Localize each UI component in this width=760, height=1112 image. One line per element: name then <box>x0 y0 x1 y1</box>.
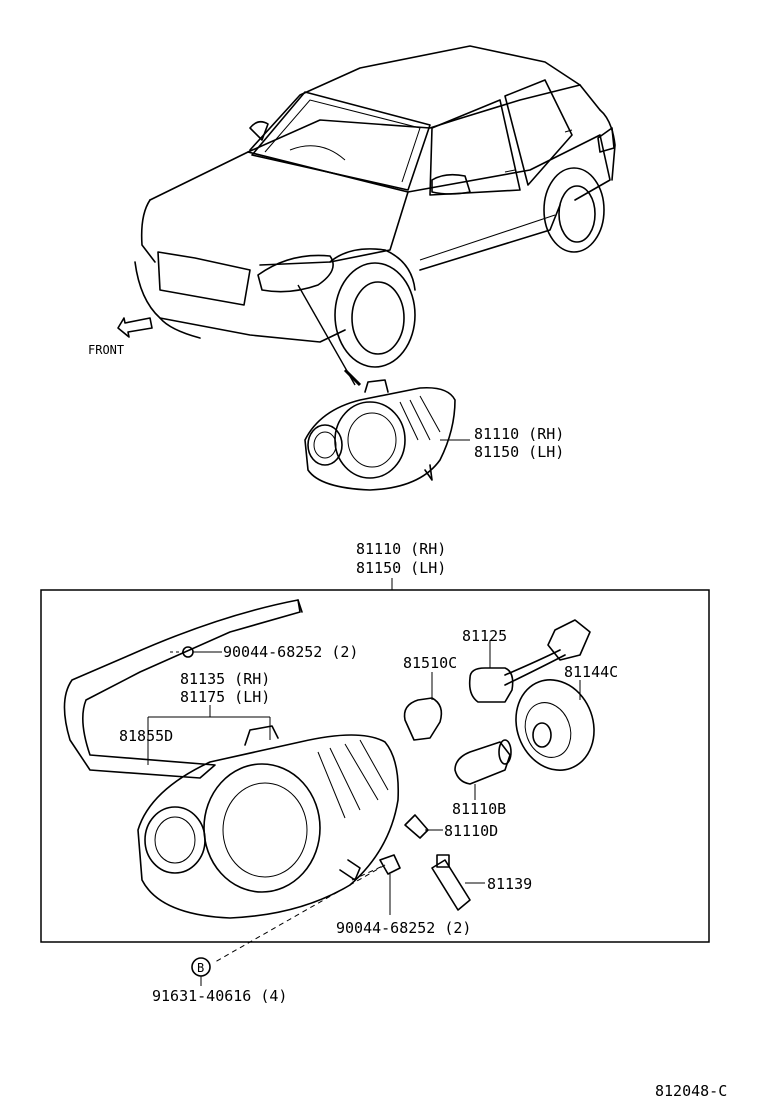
label-81144c: 81144C <box>564 663 619 681</box>
callout-b-circle <box>191 957 211 986</box>
label-box-lh: 81150 (LH) <box>356 559 447 577</box>
label-81110d: 81110D <box>444 822 499 840</box>
label-top-lh: 81150 (LH) <box>474 443 565 461</box>
label-81855d: 81855D <box>119 727 174 745</box>
parts-box <box>40 578 710 943</box>
label-bolt-top: 90044-68252 (2) <box>223 643 359 661</box>
label-box-rh: 81110 (RH) <box>356 540 447 558</box>
bolt-bottom <box>214 854 401 963</box>
label-81510c: 81510C <box>403 654 458 672</box>
label-81139: 81139 <box>487 875 533 893</box>
bulb-socket-wire <box>468 619 591 703</box>
car-illustration <box>134 45 616 387</box>
headlamp-gasket-trim <box>63 599 303 779</box>
label-81175: 81175 (LH) <box>180 688 271 706</box>
clip-81110d <box>404 814 443 839</box>
callout-b-letter: B <box>197 961 205 975</box>
headlamp-cap <box>515 679 595 771</box>
label-81135: 81135 (RH) <box>180 670 271 688</box>
diagram-code: 812048-C <box>655 1082 728 1100</box>
label-81125: 81125 <box>462 627 508 645</box>
label-81110b: 81110B <box>452 800 507 818</box>
label-screw: 91631-40616 (4) <box>152 987 288 1005</box>
bolt-top <box>170 646 222 658</box>
label-top-rh: 81110 (RH) <box>474 425 565 443</box>
bulb-81510c <box>403 672 443 741</box>
label-bolt-bottom: 90044-68252 (2) <box>336 919 472 937</box>
front-arrow-icon <box>117 317 153 338</box>
headlamp-assembly-small <box>304 379 470 491</box>
socket-81139 <box>431 854 485 911</box>
front-label: FRONT <box>88 343 125 357</box>
bulb-81110b <box>454 739 512 800</box>
headlamp-assembly-large <box>137 725 400 919</box>
